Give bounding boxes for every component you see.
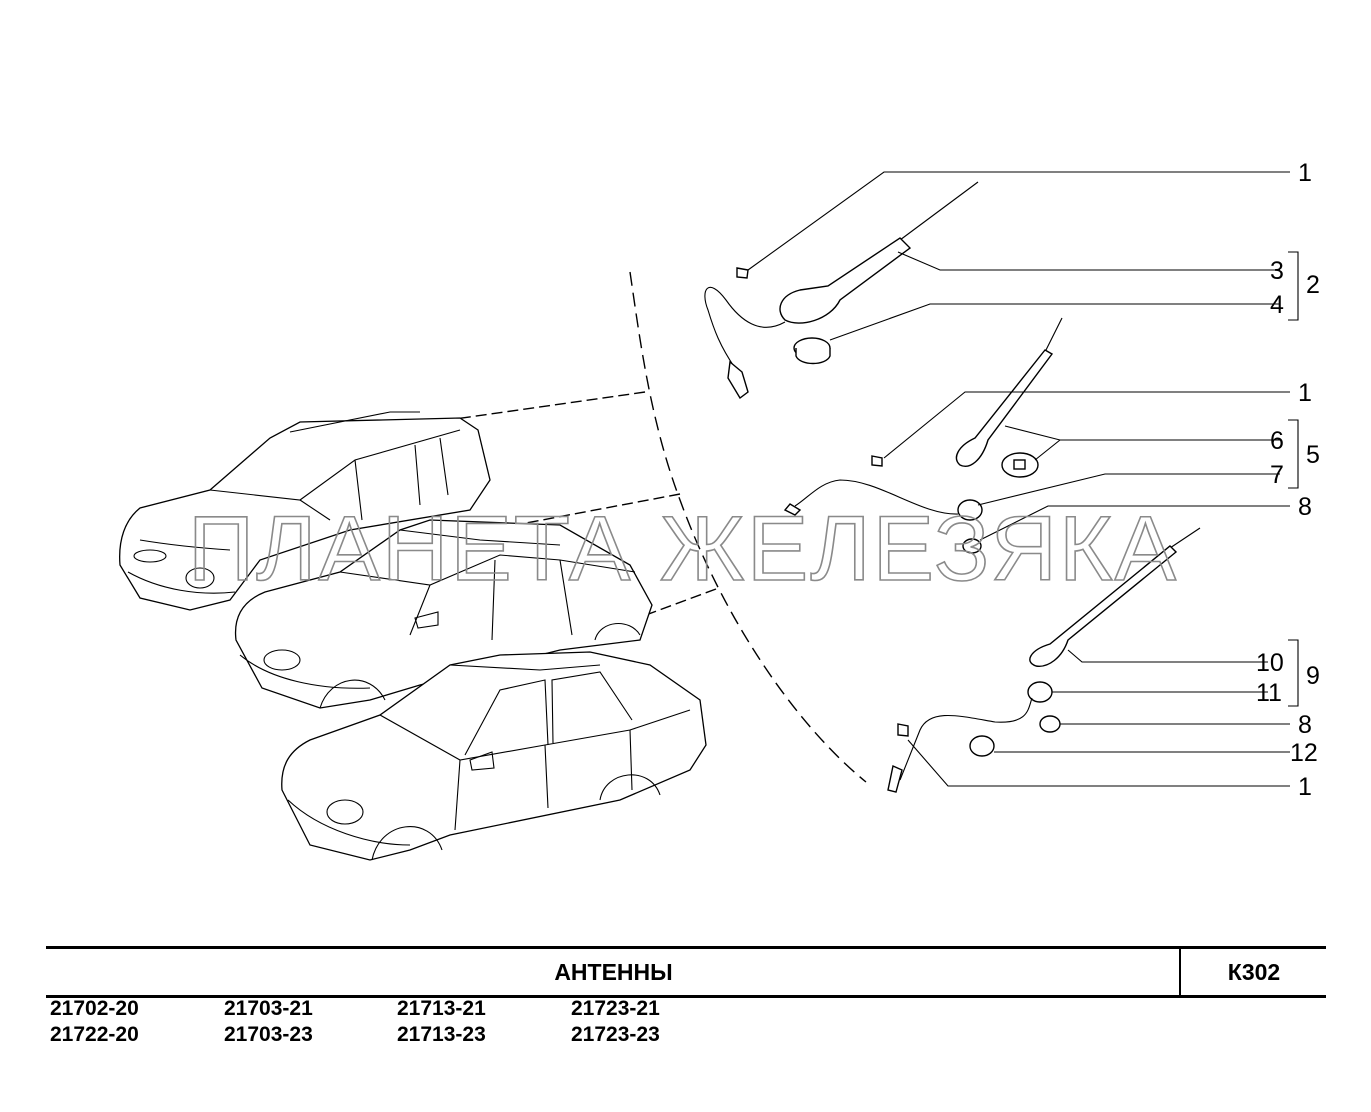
- nut-8: [962, 538, 982, 554]
- callout-8-lower: 8: [1298, 711, 1312, 739]
- antenna-cable-9: [899, 697, 1033, 781]
- page-title: АНТЕННЫ: [554, 959, 673, 985]
- antenna-clip-12: [969, 735, 995, 757]
- callout-1-middle: 1: [1298, 379, 1312, 407]
- separator-arc: [629, 271, 867, 783]
- callout-labels: 1 3 2 4 1 6 5 7 8 10 9 11 8 12 1: [1256, 159, 1320, 801]
- model-code: 21703-23: [224, 1023, 313, 1046]
- antenna-assembly-2: [704, 181, 979, 400]
- model-code: 21713-21: [397, 997, 486, 1020]
- car-sedan: [281, 651, 707, 861]
- title-block: АНТЕННЫ К302: [46, 946, 1326, 998]
- callout-4: 4: [1270, 291, 1284, 319]
- antenna-assembly-5: [783, 317, 1063, 554]
- callout-9: 9: [1306, 662, 1320, 690]
- model-code: 21723-23: [571, 1023, 660, 1046]
- callout-7: 7: [1270, 461, 1284, 489]
- watermark: ПЛАНЕТА ЖЕЛЕЗЯКА: [188, 498, 1178, 600]
- model-code: 21723-21: [571, 997, 660, 1020]
- leader-lines: [747, 171, 1299, 787]
- callout-3: 3: [1270, 257, 1284, 285]
- callout-1-top: 1: [1298, 159, 1312, 187]
- callout-5: 5: [1306, 441, 1320, 469]
- pointer-line-wagon: [321, 391, 646, 439]
- callout-6: 6: [1270, 427, 1284, 455]
- car-wagon: [119, 411, 491, 611]
- antenna-exploded-diagram: 1 3 2 4 1 6 5 7 8 10 9 11 8 12 1 ПЛАНЕТА…: [119, 159, 1320, 861]
- callout-11: 11: [1256, 679, 1282, 707]
- model-code: 21702-20: [50, 997, 139, 1020]
- title-divider: [1179, 949, 1181, 995]
- antenna-cable-5: [794, 479, 959, 515]
- antenna-cable: [704, 286, 786, 369]
- antenna-assembly-9: [887, 527, 1201, 793]
- model-code: 21703-21: [224, 997, 313, 1020]
- page-code: К302: [1227, 959, 1281, 985]
- callout-10: 10: [1256, 649, 1284, 677]
- nut-8-lower: [1039, 715, 1061, 733]
- model-code: 21713-23: [397, 1023, 486, 1046]
- callout-8-upper: 8: [1298, 493, 1312, 521]
- antenna-rod-3: [899, 181, 979, 241]
- antenna-nut-7: [957, 499, 983, 521]
- callout-2: 2: [1306, 271, 1320, 299]
- callout-1-bottom: 1: [1298, 773, 1312, 801]
- model-code: 21722-20: [50, 1023, 139, 1046]
- car-hatchback: [234, 519, 653, 709]
- pointer-line-hatchback: [435, 493, 681, 541]
- callout-12: 12: [1290, 739, 1318, 767]
